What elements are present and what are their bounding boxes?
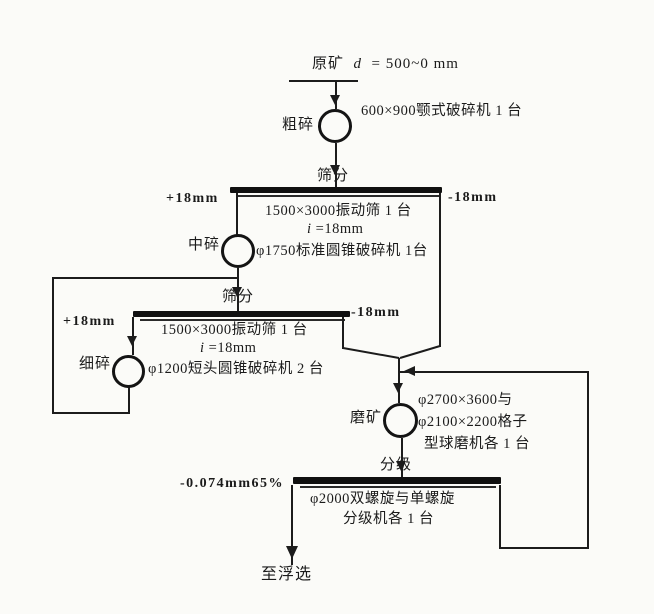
classifier-label: 分级 [380,457,413,473]
arrow-down-icon [232,287,242,297]
sand-return-line-bottom [499,547,589,549]
screen2-label: 筛分 [222,289,255,305]
raw-ore-label: 原矿 d = 500~0 mm [312,56,459,73]
fine-crusher-discharge-line [128,387,130,414]
funnel-converge-lines [342,345,441,359]
arrow-down-icon [330,95,340,105]
screen1-equipment: 1500×3000振动筛 1 台 [265,203,412,219]
mill-discharge-line [401,438,403,477]
ball-mill-node [383,403,418,438]
screen1-deck-line [238,195,440,197]
overflow-line [291,485,293,565]
aperture-variable: i [307,221,312,237]
aperture-value: =18mm [208,340,257,356]
fine-crush-label: 细碎 [79,356,112,372]
medium-crusher-node [221,234,255,268]
screen1-oversize-line [236,193,238,235]
raw-ore-size: = 500~0 mm [371,56,459,72]
classifier-equipment-line2: 分级机各 1 台 [343,511,434,527]
screen1-aperture: i =18mm [307,221,363,238]
screen1-oversize-label: +18mm [166,191,219,206]
recycle-line-top [52,277,239,279]
arrow-down-icon [396,461,406,471]
screen2-aperture: i =18mm [200,340,256,357]
arrow-down-icon [286,546,298,559]
coarse-crush-label: 粗碎 [282,117,315,133]
recycle-line-left [52,277,54,414]
raw-ore-name: 原矿 [312,56,345,72]
medium-crush-label: 中碎 [188,237,221,253]
to-flotation-label: 至浮选 [261,566,313,583]
screen2-oversize-label: +18mm [63,314,116,329]
mill-equipment-line3: 型球磨机各 1 台 [424,436,530,452]
mill-equipment-line2: φ2100×2200格子 [418,414,528,430]
arrow-left-icon [404,366,415,376]
screen1-undersize-label: -18mm [448,190,498,205]
screen1-deck [230,187,442,193]
classifier-deck-line [300,486,496,488]
coarse-crusher-equipment: 600×900颚式破碎机 1 台 [361,103,523,119]
raw-ore-variable: d [353,56,363,72]
coarse-crusher-node [318,109,352,143]
aperture-variable: i [200,340,205,356]
sand-return-line-right [587,371,589,549]
aperture-value: =18mm [315,221,364,237]
screen1-undersize-line [439,193,441,347]
sand-return-line-up [499,485,501,549]
grinding-label: 磨矿 [350,410,383,426]
raw-ore-underline [289,80,358,82]
classifier-deck [293,477,501,484]
arrow-down-icon [393,383,403,393]
recycle-line-bottom [52,412,130,414]
arrow-down-icon [127,336,137,346]
screen2-undersize-label: -18mm [351,305,401,320]
mill-feed-line [398,358,400,403]
screen1-label: 筛分 [317,168,350,184]
fine-crusher-node [112,355,145,388]
arrow-down-icon [330,165,340,175]
classifier-overflow-label: -0.074mm65% [180,476,284,491]
fine-crusher-equipment: φ1200短头圆锥破碎机 2 台 [148,361,324,377]
mill-equipment-line1: φ2700×3600与 [418,392,513,408]
classifier-equipment-line1: φ2000双螺旋与单螺旋 [310,491,455,507]
medium-crusher-equipment: φ1750标准圆锥破碎机 1台 [256,243,428,259]
sand-return-line-top [398,371,589,373]
screen2-deck [133,311,350,317]
screen2-undersize-line [342,317,344,349]
screen2-deck-line [140,319,345,321]
screen2-equipment: 1500×3000振动筛 1 台 [161,322,308,338]
